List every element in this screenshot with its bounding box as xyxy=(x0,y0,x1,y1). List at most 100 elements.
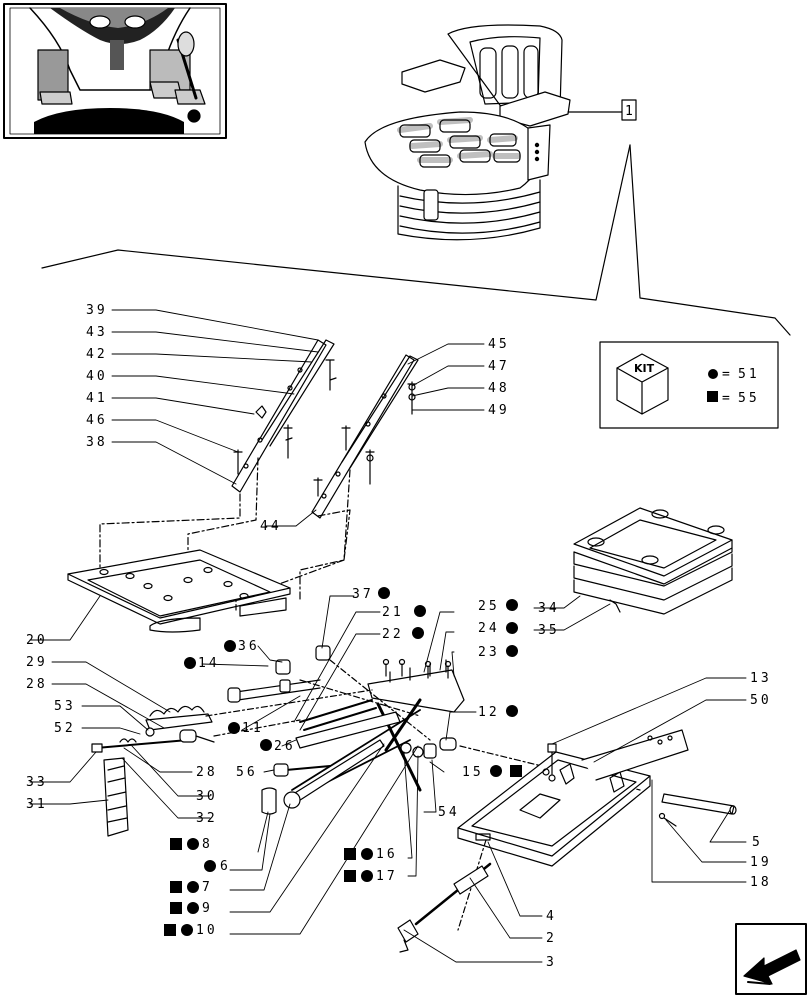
label-22[interactable]: 22 xyxy=(382,627,404,642)
label-18[interactable]: 18 xyxy=(750,875,772,890)
label-53[interactable]: 53 xyxy=(54,699,76,714)
kit-box[interactable]: KIT = 51 = 55 xyxy=(599,341,779,429)
label-15[interactable]: 15 xyxy=(462,765,484,780)
circle-marker-icon xyxy=(260,739,272,751)
base-plate[interactable] xyxy=(67,549,291,633)
circle-marker-icon xyxy=(414,605,426,617)
circle-marker-icon xyxy=(187,838,199,850)
label-25[interactable]: 25 xyxy=(478,599,500,614)
label-38[interactable]: 38 xyxy=(86,435,108,450)
label-26[interactable]: 26 xyxy=(274,739,296,754)
square-marker-icon xyxy=(164,924,176,936)
label-50[interactable]: 50 xyxy=(750,693,772,708)
circle-marker-icon xyxy=(378,587,390,599)
label-5[interactable]: 5 xyxy=(752,835,763,850)
kit-label: KIT xyxy=(634,362,655,375)
label-49[interactable]: 49 xyxy=(488,403,510,418)
label-23[interactable]: 23 xyxy=(478,645,500,660)
label-20[interactable]: 20 xyxy=(26,633,48,648)
spring-assembly[interactable] xyxy=(91,705,215,753)
label-17[interactable]: 17 xyxy=(376,869,398,884)
label-42[interactable]: 42 xyxy=(86,347,108,362)
seat-rail-left[interactable] xyxy=(231,339,337,493)
circle-marker-icon xyxy=(204,860,216,872)
circle-marker-icon xyxy=(187,902,199,914)
marker-symbols xyxy=(164,587,522,936)
square-marker-icon xyxy=(707,391,718,402)
label-35[interactable]: 35 xyxy=(538,623,560,638)
screw-19[interactable] xyxy=(658,812,677,827)
label-48[interactable]: 48 xyxy=(488,381,510,396)
label-52[interactable]: 52 xyxy=(54,721,76,736)
square-marker-icon xyxy=(170,902,182,914)
label-3[interactable]: 3 xyxy=(546,955,557,970)
kit-square-equals: = xyxy=(722,391,733,406)
label-40[interactable]: 40 xyxy=(86,369,108,384)
label-56[interactable]: 56 xyxy=(236,765,258,780)
label-13[interactable]: 13 xyxy=(750,671,772,686)
circle-marker-icon xyxy=(361,870,373,882)
circle-marker-icon xyxy=(224,640,236,652)
label-33[interactable]: 33 xyxy=(26,775,48,790)
label-6[interactable]: 6 xyxy=(220,859,231,874)
label-36[interactable]: 36 xyxy=(238,639,260,654)
label-16[interactable]: 16 xyxy=(376,847,398,862)
label-28-lower[interactable]: 28 xyxy=(196,765,218,780)
kit-circle-equals: = xyxy=(722,367,733,382)
detail-guide-lines xyxy=(41,144,791,336)
label-31[interactable]: 31 xyxy=(26,797,48,812)
back-arrow-button[interactable] xyxy=(735,923,807,995)
seat-assembly[interactable] xyxy=(364,24,571,241)
lower-frame[interactable] xyxy=(457,729,689,867)
part-labels: 39 43 42 40 41 46 38 45 47 48 49 44 34 3… xyxy=(26,303,772,970)
seat-rail-right[interactable] xyxy=(311,354,419,519)
label-9[interactable]: 9 xyxy=(202,901,213,916)
label-30[interactable]: 30 xyxy=(196,789,218,804)
label-37[interactable]: 37 xyxy=(352,587,374,602)
label-28-upper[interactable]: 28 xyxy=(26,677,48,692)
kit-circle-value: 51 xyxy=(738,367,760,382)
circle-marker-icon xyxy=(412,627,424,639)
circle-marker-icon xyxy=(708,369,718,379)
square-marker-icon xyxy=(170,881,182,893)
label-29[interactable]: 29 xyxy=(26,655,48,670)
label-14[interactable]: 14 xyxy=(198,656,220,671)
label-32[interactable]: 32 xyxy=(196,811,218,826)
label-8[interactable]: 8 xyxy=(202,837,213,852)
label-7[interactable]: 7 xyxy=(202,880,213,895)
label-11[interactable]: 11 xyxy=(242,721,264,736)
label-4[interactable]: 4 xyxy=(546,909,557,924)
label-44[interactable]: 44 xyxy=(260,519,282,534)
label-39[interactable]: 39 xyxy=(86,303,108,318)
rod-5[interactable] xyxy=(661,793,737,815)
circle-marker-icon xyxy=(506,599,518,611)
label-41[interactable]: 41 xyxy=(86,391,108,406)
control-cable[interactable] xyxy=(397,862,492,953)
rail-dash-lines xyxy=(99,457,351,611)
label-24[interactable]: 24 xyxy=(478,621,500,636)
label-46[interactable]: 46 xyxy=(86,413,108,428)
label-21[interactable]: 21 xyxy=(382,605,404,620)
handle-cover[interactable] xyxy=(103,757,129,837)
label-12[interactable]: 12 xyxy=(478,705,500,720)
location-thumbnail[interactable] xyxy=(3,3,227,139)
label-45[interactable]: 45 xyxy=(488,337,510,352)
label-47[interactable]: 47 xyxy=(488,359,510,374)
square-marker-icon xyxy=(170,838,182,850)
label-19[interactable]: 19 xyxy=(750,855,772,870)
leader-lines xyxy=(29,309,747,963)
circle-marker-icon xyxy=(181,924,193,936)
label-43[interactable]: 43 xyxy=(86,325,108,340)
label-54[interactable]: 54 xyxy=(438,805,460,820)
suspension-mechanism[interactable] xyxy=(227,645,465,815)
cushion-stack[interactable] xyxy=(573,507,733,615)
label-2[interactable]: 2 xyxy=(546,931,557,946)
label-34[interactable]: 34 xyxy=(538,601,560,616)
circle-marker-icon xyxy=(490,765,502,777)
circle-marker-icon xyxy=(361,848,373,860)
callout-seat-1[interactable]: 1 xyxy=(567,99,637,121)
circle-marker-icon xyxy=(506,622,518,634)
circle-marker-icon xyxy=(184,657,196,669)
label-10[interactable]: 10 xyxy=(196,923,218,938)
